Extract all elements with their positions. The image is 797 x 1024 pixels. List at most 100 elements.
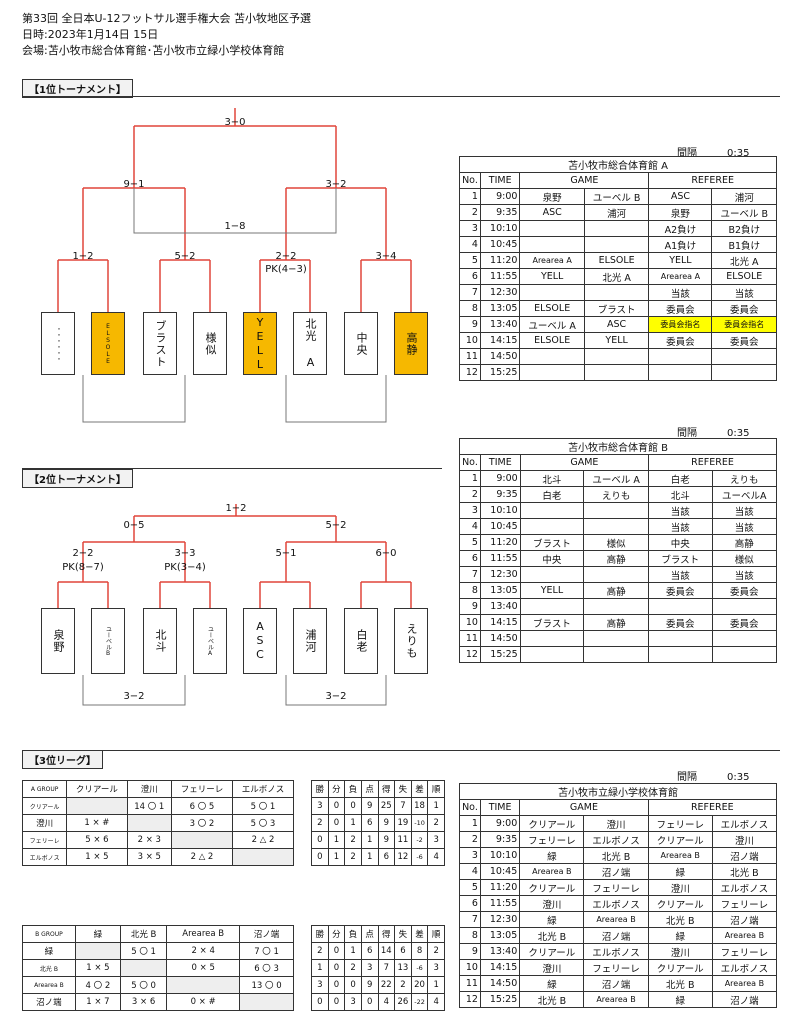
table-cell: 19	[394, 814, 412, 832]
table-cell: 沼ノ端	[583, 863, 649, 880]
table-cell: 8	[410, 942, 429, 960]
column-header: REFEREE	[648, 172, 777, 189]
table-cell: -6	[410, 959, 429, 977]
table-cell: 2	[344, 831, 362, 849]
table-cell: 5	[459, 879, 481, 896]
table-cell: 当該	[711, 284, 777, 301]
schedule-venue-row: 苫小牧市総合体育館 A	[459, 156, 777, 173]
table-cell: 0	[327, 959, 346, 977]
table-cell: クリアール	[519, 943, 585, 960]
table-cell: 13:40	[479, 316, 521, 333]
table-cell: A2負け	[648, 220, 713, 237]
table-cell: 11	[459, 348, 481, 365]
table-cell: 18	[410, 797, 429, 815]
table-cell: 9:00	[479, 470, 521, 487]
table-cell	[583, 646, 650, 663]
t1-section-title: 【1位トーナメント】	[22, 79, 133, 98]
table-cell: 2	[311, 814, 329, 832]
table-cell	[519, 566, 585, 583]
table-cell: 3 〇 2	[170, 814, 233, 832]
table-cell: Arearea B	[22, 976, 76, 994]
schedule-venue-row: 苫小牧市立緑小学校体育館	[459, 783, 777, 800]
table-cell: 2 △ 2	[231, 831, 295, 849]
t1-section-rule	[22, 96, 780, 97]
table-cell: ユーベル B	[711, 204, 777, 221]
table-cell: 高静	[583, 582, 650, 599]
table-cell: ユーベルA	[711, 486, 778, 503]
table-cell: 8	[459, 582, 481, 599]
table-cell: 11:20	[479, 534, 521, 551]
table-cell: 北光 B	[711, 863, 778, 880]
column-header: No.	[459, 454, 481, 471]
table-cell	[74, 942, 121, 960]
table-cell: 沼ノ端	[583, 927, 649, 944]
schedule-venue: 苫小牧市総合体育館 B	[459, 438, 777, 455]
column-header: 差	[410, 780, 429, 798]
table-cell: 9	[377, 814, 396, 832]
table-cell: 沼ノ端	[711, 991, 778, 1008]
table-cell: 6	[360, 942, 379, 960]
table-cell: 13	[394, 959, 412, 977]
table-cell: 高静	[583, 614, 650, 631]
column-header: 順	[427, 925, 445, 943]
table-cell: 0	[344, 797, 362, 815]
table-cell: 10:45	[479, 863, 521, 880]
table-cell	[519, 284, 585, 301]
table-cell: 3 × 6	[119, 993, 168, 1011]
table-cell: 様似	[583, 534, 650, 551]
table-cell: 浦河	[711, 188, 777, 205]
table-cell: 中央	[519, 550, 585, 567]
table-cell: ブラスト	[519, 614, 585, 631]
table-cell	[648, 348, 713, 365]
table-cell: 2 × 4	[166, 942, 241, 960]
table-cell: エルボノス	[711, 815, 778, 832]
column-header: TIME	[479, 454, 521, 471]
table-cell: 北光 A	[583, 268, 650, 285]
table-cell: 13:05	[479, 927, 521, 944]
table-cell: 3 × 5	[126, 848, 172, 866]
table-cell: クリアール	[647, 895, 713, 912]
table-cell: 0	[311, 831, 329, 849]
table-cell: 澄川	[647, 879, 713, 896]
column-header: No.	[459, 172, 481, 189]
table-cell: 1 × 5	[66, 848, 128, 866]
table-cell: 当該	[648, 518, 713, 535]
table-cell: -6	[410, 848, 429, 866]
table-cell: 北斗	[648, 486, 713, 503]
column-header: クリアール	[66, 780, 128, 798]
table-cell: 白老	[648, 470, 713, 487]
table-cell: 9	[360, 797, 379, 815]
table-cell: -22	[410, 993, 429, 1011]
league-section-rule	[22, 750, 780, 751]
table-cell: Arearea B	[711, 975, 778, 992]
table-cell: えりも	[711, 470, 778, 487]
table-cell: 中央	[648, 534, 713, 551]
column-header: 分	[327, 925, 346, 943]
table-cell: 緑	[519, 975, 585, 992]
column-header: 得	[377, 925, 396, 943]
table-cell: 2	[459, 204, 481, 221]
table-cell: 5	[459, 252, 481, 269]
column-header: No.	[459, 799, 481, 816]
table-cell	[519, 598, 585, 615]
table-cell: 0	[360, 993, 379, 1011]
table-cell: 11	[459, 630, 481, 647]
column-header: 勝	[311, 780, 329, 798]
table-cell: 10:10	[479, 220, 521, 237]
column-header: 失	[394, 925, 412, 943]
t2-team-box: ユーベルA	[193, 608, 227, 674]
table-cell: 0	[327, 942, 346, 960]
